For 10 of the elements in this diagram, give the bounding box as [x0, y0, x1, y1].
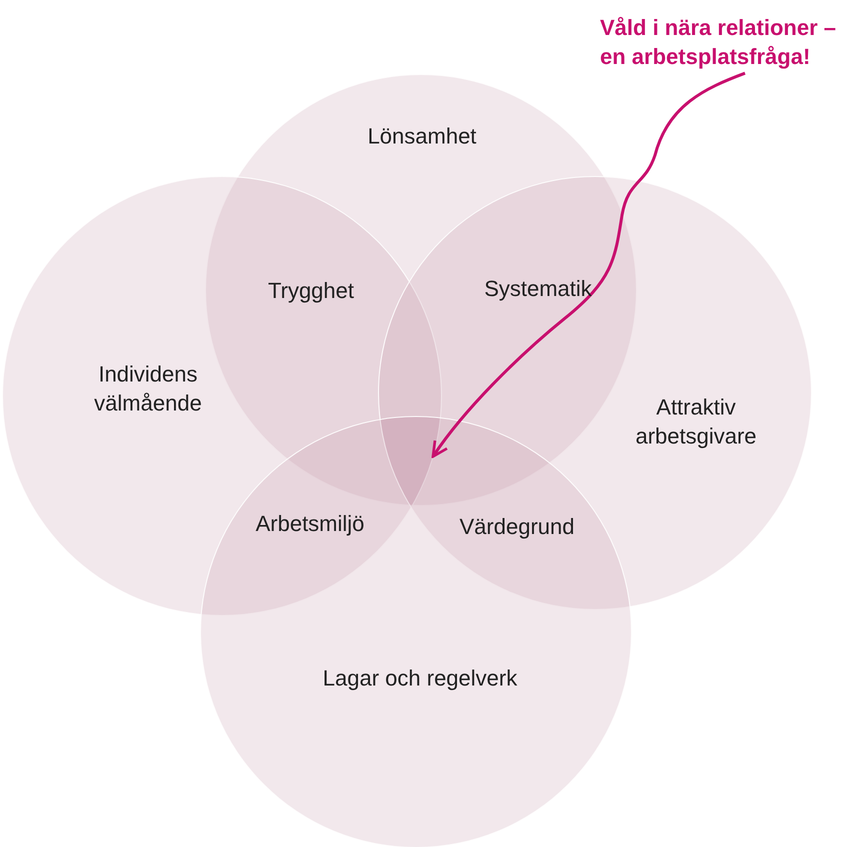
overlap-label: Arbetsmiljö: [256, 511, 364, 537]
overlap-label: Systematik: [484, 276, 592, 302]
circle-label: Attraktiv arbetsgivare: [634, 393, 758, 450]
annotation-text: Våld i nära relationer – en arbetsplatsfråga!: [600, 14, 850, 72]
overlap-label: Trygghet: [268, 278, 354, 304]
circle-label: Individens välmående: [93, 360, 203, 417]
leader-arrow: [432, 72, 746, 458]
circle-label: Lönsamhet: [368, 122, 476, 151]
circle-label: Lagar och regelverk: [322, 664, 518, 693]
overlap-label: Värdegrund: [460, 514, 574, 540]
